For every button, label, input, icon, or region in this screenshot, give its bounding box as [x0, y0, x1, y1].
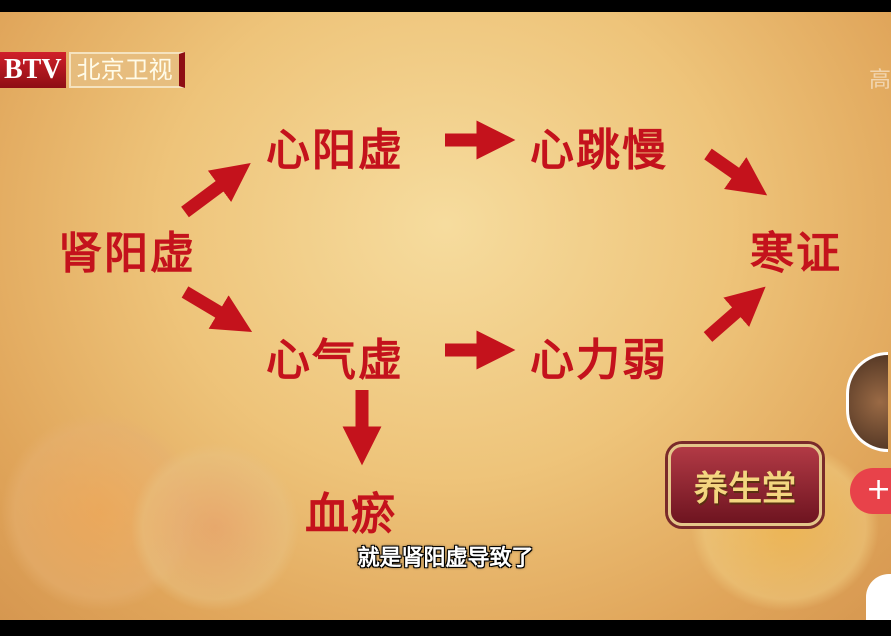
node-cold-syndrome: 寒证: [750, 228, 842, 279]
channel-logo: BTV 北京卫视: [0, 52, 185, 88]
arrow-weak-to-cold: [703, 286, 766, 342]
subtitle: 就是肾阳虚导致了: [357, 546, 534, 571]
node-weak-heart: 心力弱: [530, 335, 668, 386]
show-logo-text: 养生堂: [694, 468, 796, 509]
channel-name: 北京卫视: [68, 52, 185, 88]
creator-avatar[interactable]: [846, 352, 888, 452]
node-kidney-yang-deficiency: 肾阳虚: [58, 228, 196, 279]
show-logo: 养生堂: [668, 444, 822, 526]
diagram-arrows: [181, 120, 768, 466]
video-frame[interactable]: BTV 北京卫视 高 肾阳虚 心阳虚 心跳慢 寒证 心气虚 心力弱 血瘀 养生堂…: [0, 12, 891, 620]
corner-text: 高: [868, 68, 891, 93]
arrow-slow-to-cold: [704, 148, 768, 196]
follow-button[interactable]: +: [850, 468, 891, 514]
node-blood-stasis: 血瘀: [305, 489, 397, 540]
flower-decoration: [130, 442, 300, 612]
node-heart-yang-deficiency: 心阳虚: [266, 125, 404, 176]
arrow-kidney-to-heart-yang: [181, 163, 251, 218]
btv-brand: BTV: [0, 52, 66, 88]
overlay-button[interactable]: [866, 574, 891, 620]
node-slow-heartbeat: 心跳慢: [530, 125, 668, 176]
arrow-kidney-to-heart-qi: [181, 286, 253, 332]
node-heart-qi-deficiency: 心气虚: [266, 335, 404, 386]
